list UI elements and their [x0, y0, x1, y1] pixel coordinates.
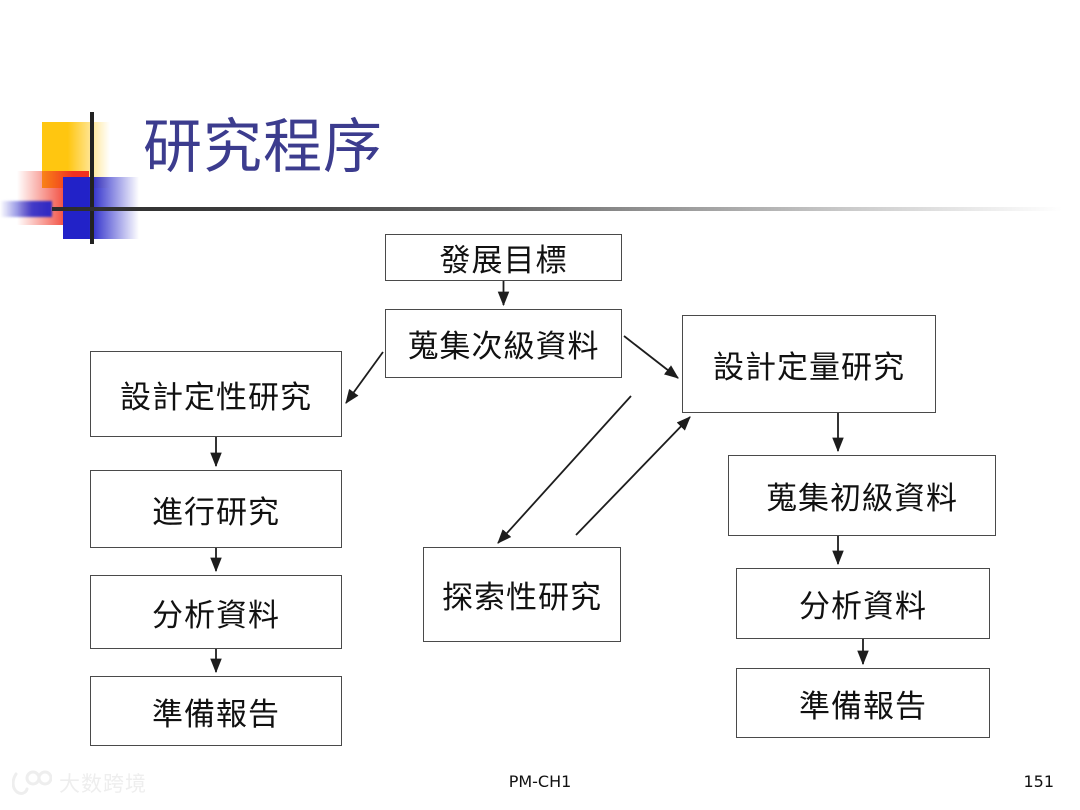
flow-node-label: 準備報告 — [152, 696, 280, 733]
watermark: 大数跨境 — [12, 768, 147, 798]
flow-node-label: 準備報告 — [799, 688, 927, 725]
flow-node-analyze-data-left: 分析資料 — [90, 575, 342, 649]
flow-node-exploratory-research: 探索性研究 — [423, 547, 621, 642]
flow-node-label: 分析資料 — [799, 589, 927, 625]
watermark-logo-icon — [12, 770, 52, 795]
flow-node-design-qualitative: 設計定性研究 — [90, 351, 342, 437]
footer-label: PM-CH1 — [508, 772, 572, 791]
flow-node-conduct-research: 進行研究 — [90, 470, 342, 548]
flow-node-analyze-data-right: 分析資料 — [736, 568, 990, 639]
flow-node-label: 設計定性研究 — [120, 379, 312, 416]
flow-node-label: 分析資料 — [152, 597, 280, 634]
flow-node-label: 發展目標 — [439, 243, 568, 279]
flow-node-prepare-report-left: 準備報告 — [90, 676, 342, 746]
edge-exploratory-to-quantitative — [575, 416, 691, 536]
flow-node-collect-secondary: 蒐集次級資料 — [385, 309, 622, 378]
page-number: 151 — [1023, 772, 1054, 791]
edge-secondary-to-quantitative — [623, 335, 679, 379]
flow-node-design-quantitative: 設計定量研究 — [682, 315, 936, 413]
flow-node-collect-primary: 蒐集初級資料 — [728, 455, 996, 536]
flow-node-label: 進行研究 — [152, 494, 280, 531]
decor-horizontal-rule — [52, 207, 1062, 211]
flow-node-develop-objectives: 發展目標 — [385, 234, 622, 281]
flow-node-label: 蒐集初級資料 — [766, 481, 958, 517]
flow-node-label: 探索性研究 — [442, 580, 602, 616]
edge-secondary-to-qualitative — [345, 351, 384, 404]
decor-rule-accent — [0, 201, 52, 217]
flow-node-label: 設計定量研究 — [713, 349, 905, 386]
flow-node-prepare-report-right: 準備報告 — [736, 668, 990, 738]
edge-secondary-to-exploratory — [497, 395, 632, 544]
decor-vertical-line — [90, 112, 94, 244]
watermark-text: 大数跨境 — [59, 772, 147, 796]
flow-node-label: 蒐集次級資料 — [407, 329, 600, 365]
page-title: 研究程序 — [143, 112, 384, 181]
